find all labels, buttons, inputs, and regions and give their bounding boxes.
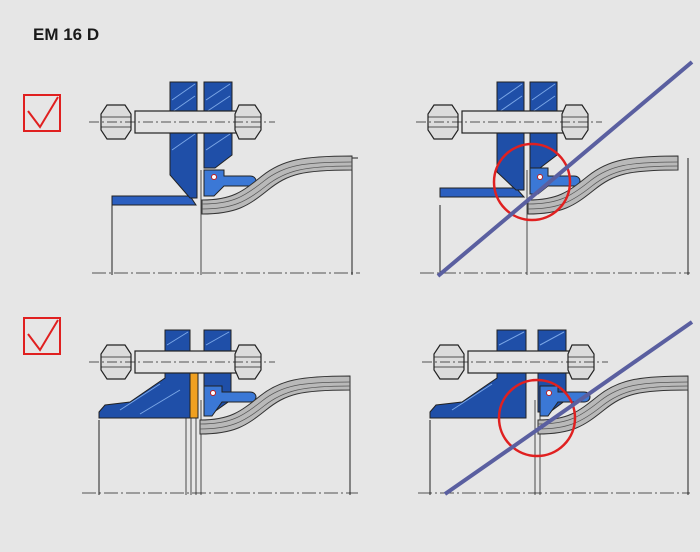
- panel-bottom-right: [418, 320, 694, 496]
- highlight-circle: [497, 378, 577, 458]
- panel-bottom-left: [82, 329, 358, 495]
- check-icon: [23, 317, 61, 355]
- check-icon: [23, 94, 61, 132]
- panel-top-right: [415, 60, 694, 278]
- strike-line: [436, 60, 694, 278]
- strike-line: [443, 320, 694, 496]
- page-title: EM 16 D: [33, 25, 100, 44]
- panel-top-left: [88, 81, 360, 275]
- highlight-circle: [492, 142, 572, 222]
